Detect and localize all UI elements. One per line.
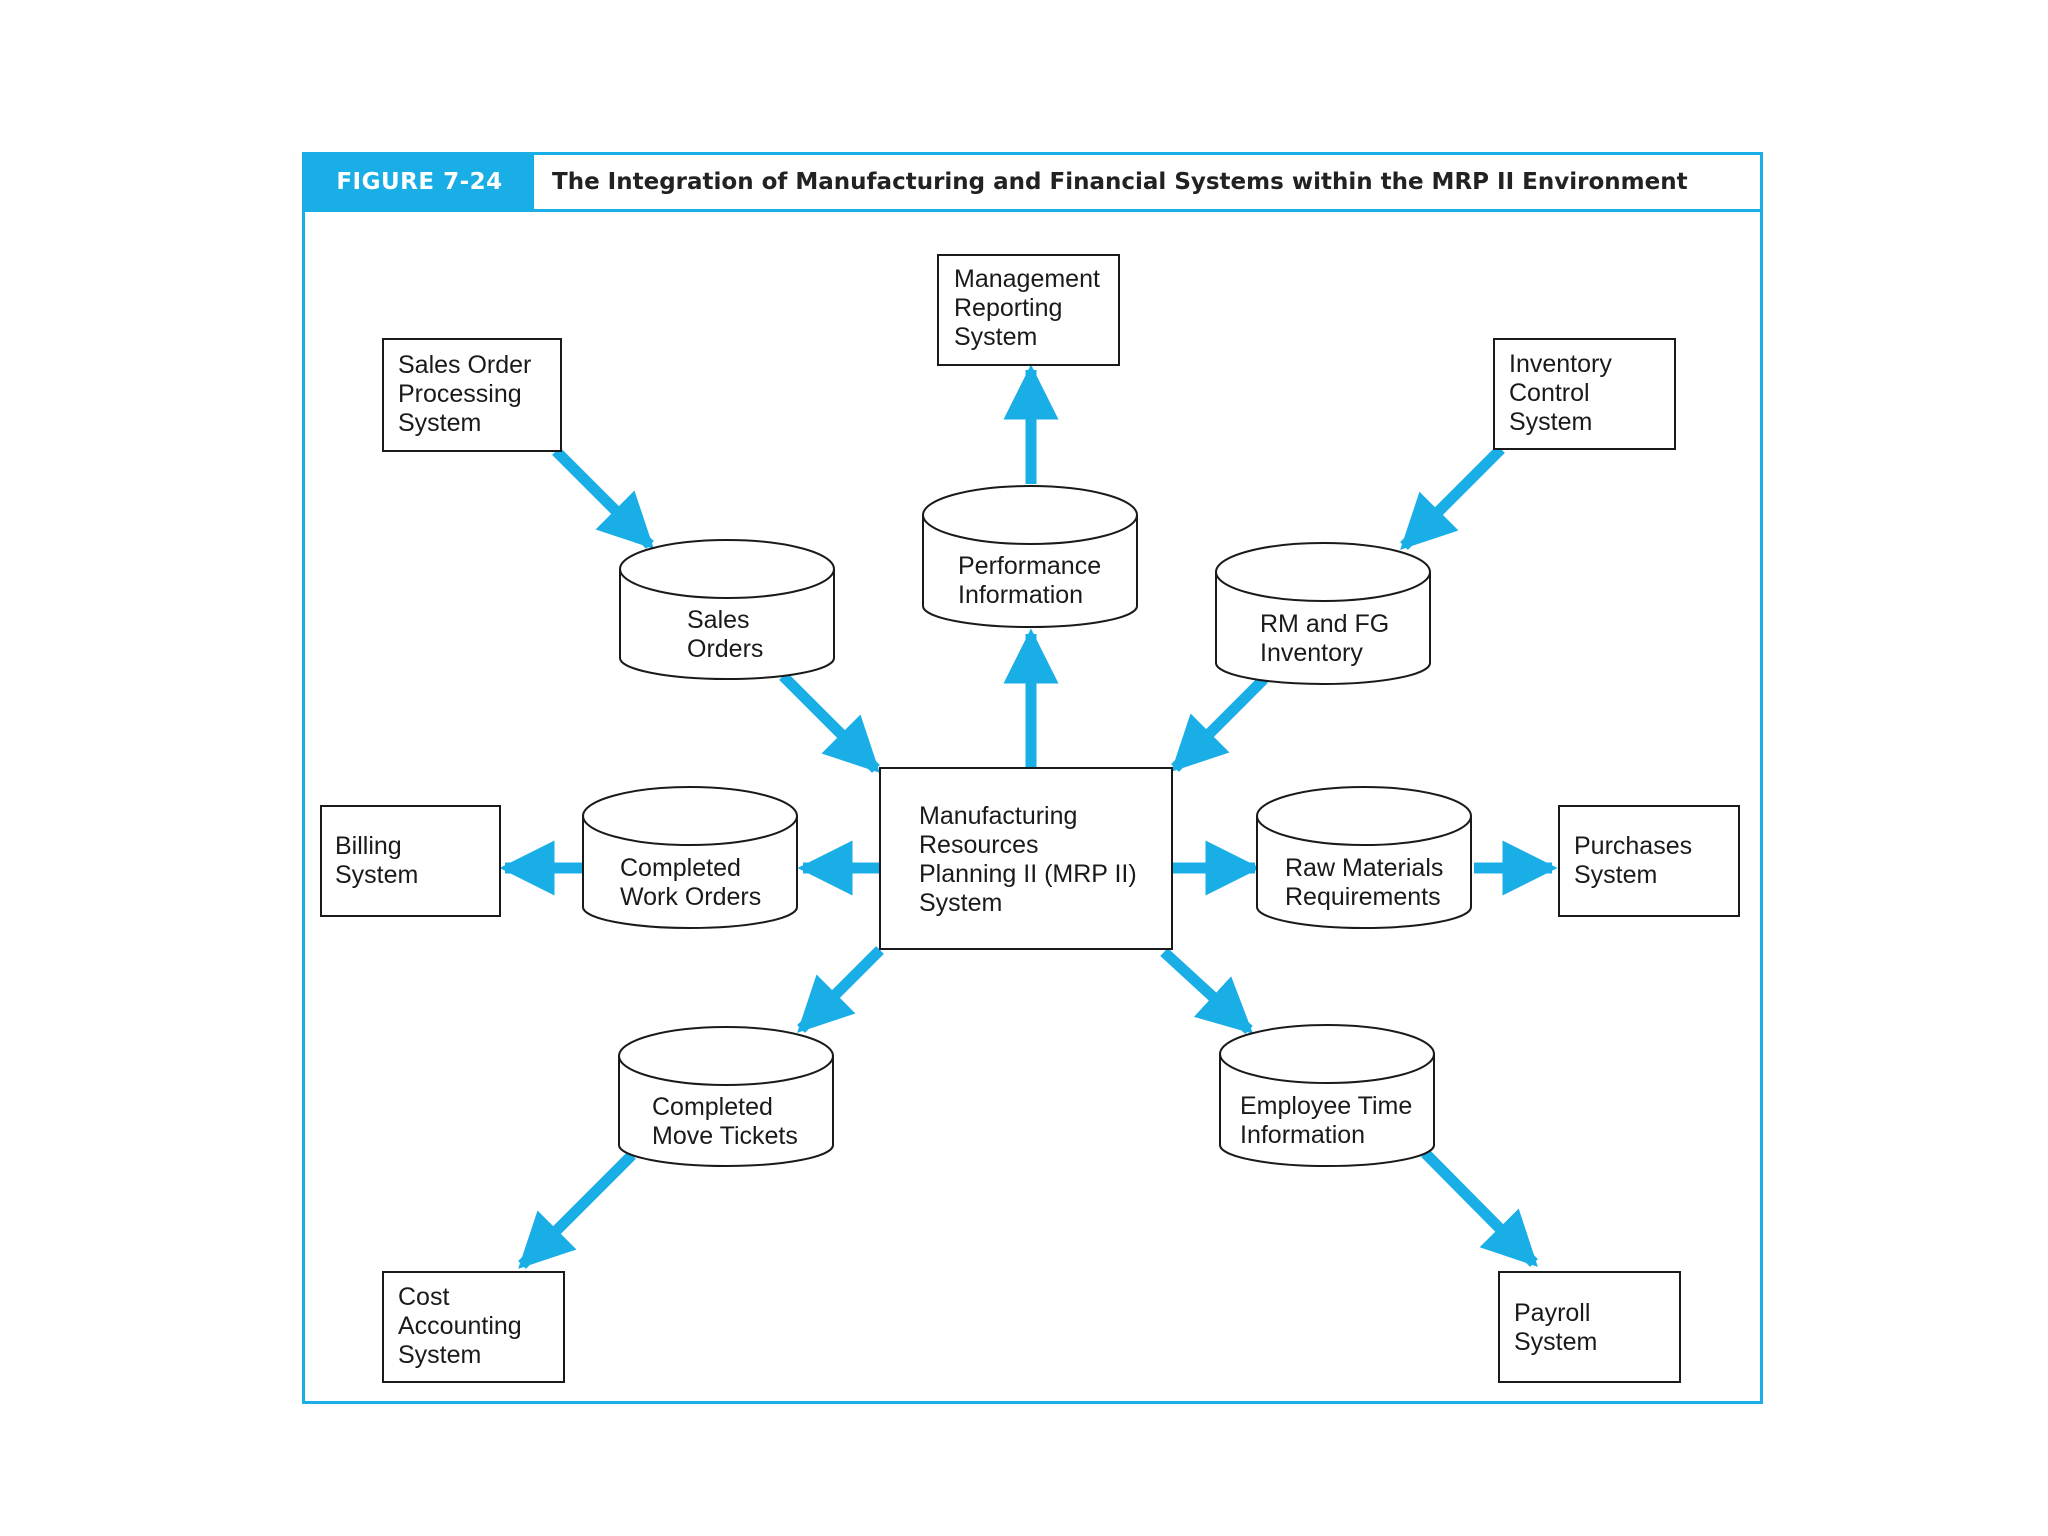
- sales-orders-datastore: Sales Orders: [619, 539, 835, 680]
- inventory-control-line-1: Inventory: [1509, 350, 1612, 378]
- arrow-sales-order-processing-to-sales-orders: [552, 447, 654, 549]
- billing-line-2: System: [335, 861, 418, 889]
- rm-fg-inventory-datastore: RM and FG Inventory: [1215, 542, 1431, 685]
- raw-materials-requirements-datastore: Raw Materials Requirements: [1256, 786, 1472, 929]
- sales-orders-line-2: Orders: [687, 635, 763, 663]
- payroll-line-2: System: [1514, 1328, 1597, 1356]
- payroll-line-1: Payroll: [1514, 1299, 1590, 1327]
- completed-work-orders-line-1: Completed: [620, 854, 741, 882]
- cost-accounting-line-1: Cost: [398, 1283, 449, 1311]
- billing-line-1: Billing: [335, 832, 402, 860]
- arrow-rm-fg-inventory-to-mrp: [1171, 675, 1268, 772]
- cost-accounting-line-3: System: [398, 1341, 481, 1369]
- completed-move-tickets-line-1: Completed: [652, 1093, 773, 1121]
- management-reporting-system-box: Management Reporting System: [937, 254, 1120, 366]
- inventory-control-line-3: System: [1509, 408, 1592, 436]
- mrp-line-1: Manufacturing: [919, 802, 1077, 830]
- sales-order-processing-line-2: Processing: [398, 380, 522, 408]
- arrow-mrp-to-employee-time: [1160, 947, 1254, 1035]
- purchases-line-2: System: [1574, 861, 1657, 889]
- completed-move-tickets-datastore: Completed Move Tickets: [618, 1026, 834, 1167]
- figure-header: FIGURE 7-24 The Integration of Manufactu…: [305, 155, 1760, 212]
- completed-move-tickets-line-2: Move Tickets: [652, 1122, 798, 1150]
- cost-accounting-line-2: Accounting: [398, 1312, 522, 1340]
- sales-order-processing-line-3: System: [398, 409, 481, 437]
- mrp-line-4: System: [919, 889, 1002, 917]
- sales-order-processing-system-box: Sales Order Processing System: [382, 338, 562, 452]
- purchases-line-1: Purchases: [1574, 832, 1692, 860]
- sales-orders-line-1: Sales: [687, 606, 750, 634]
- management-reporting-line-2: Reporting: [954, 294, 1062, 322]
- billing-system-box: Billing System: [320, 805, 501, 917]
- figure-label: FIGURE 7-24: [305, 155, 534, 209]
- mrp-line-2: Resources: [919, 831, 1039, 859]
- arrow-completed-move-tickets-to-cost-accounting: [518, 1151, 636, 1269]
- arrows: [499, 364, 1558, 1269]
- purchases-system-box: Purchases System: [1558, 805, 1740, 917]
- mrp-line-3: Planning II (MRP II): [919, 860, 1137, 888]
- rm-fg-inventory-line-2: Inventory: [1260, 639, 1363, 667]
- rm-fg-inventory-line-1: RM and FG: [1260, 610, 1389, 638]
- raw-materials-line-2: Requirements: [1285, 883, 1441, 911]
- arrow-mrp-to-completed-move-tickets: [797, 946, 884, 1033]
- arrow-sales-orders-to-mrp: [779, 672, 880, 773]
- inventory-control-line-2: Control: [1509, 379, 1590, 407]
- completed-work-orders-line-2: Work Orders: [620, 883, 761, 911]
- management-reporting-line-3: System: [954, 323, 1037, 351]
- performance-information-line-1: Performance: [958, 552, 1101, 580]
- performance-information-line-2: Information: [958, 581, 1083, 609]
- employee-time-line-1: Employee Time: [1240, 1092, 1412, 1120]
- cost-accounting-system-box: Cost Accounting System: [382, 1271, 565, 1383]
- arrow-employee-time-to-payroll: [1421, 1149, 1538, 1267]
- employee-time-line-2: Information: [1240, 1121, 1365, 1149]
- figure-title: The Integration of Manufacturing and Fin…: [552, 169, 1688, 195]
- inventory-control-system-box: Inventory Control System: [1493, 338, 1676, 450]
- arrow-inventory-control-to-rm-fg-inventory: [1400, 445, 1505, 550]
- mrp-ii-system-box: Manufacturing Resources Planning II (MRP…: [879, 767, 1173, 950]
- performance-information-datastore: Performance Information: [922, 485, 1138, 628]
- payroll-system-box: Payroll System: [1498, 1271, 1681, 1383]
- management-reporting-line-1: Management: [954, 265, 1100, 293]
- sales-order-processing-line-1: Sales Order: [398, 351, 531, 379]
- employee-time-information-datastore: Employee Time Information: [1219, 1024, 1435, 1167]
- completed-work-orders-datastore: Completed Work Orders: [582, 786, 798, 929]
- raw-materials-line-1: Raw Materials: [1285, 854, 1443, 882]
